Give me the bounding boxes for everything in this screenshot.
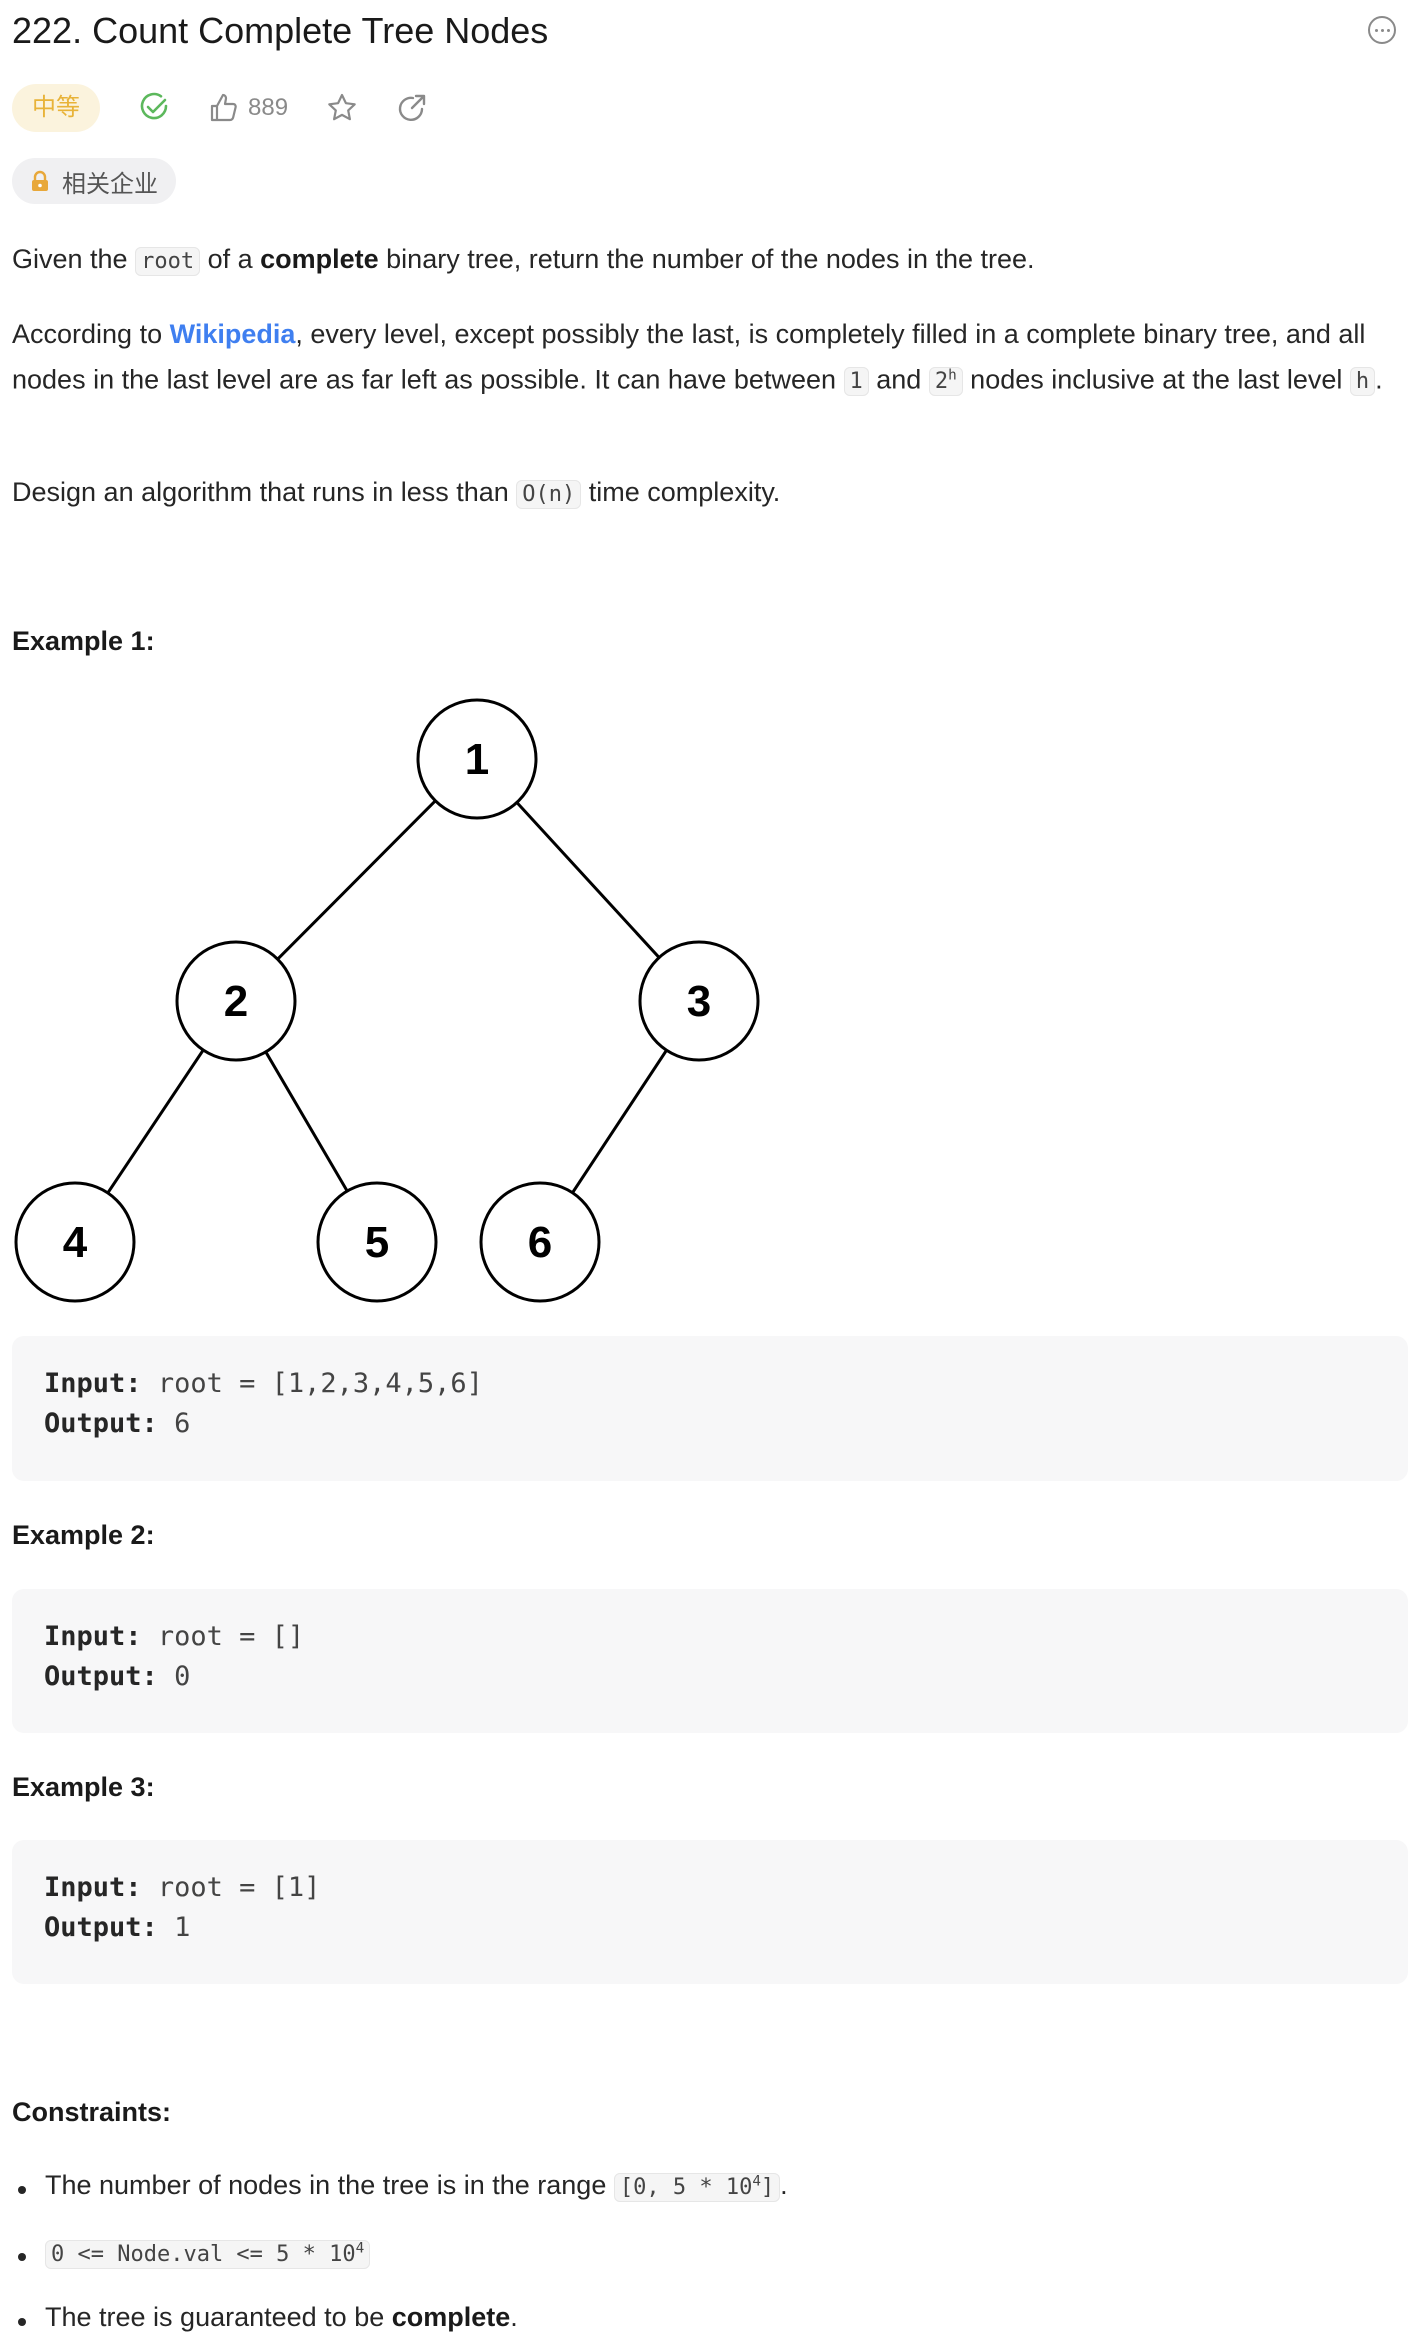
example-1-title: Example 1: bbox=[12, 626, 155, 656]
like-button[interactable]: 889 bbox=[208, 92, 288, 124]
constraint-item: The number of nodes in the tree is in th… bbox=[12, 2170, 788, 2202]
related-companies-label: 相关企业 bbox=[62, 170, 158, 198]
tree-node bbox=[479, 1181, 601, 1303]
thumbs-up-icon bbox=[210, 93, 237, 122]
tree-node-label: 5 bbox=[365, 1218, 389, 1267]
difficulty-badge: 中等 bbox=[12, 84, 100, 132]
tree-node bbox=[14, 1181, 136, 1303]
tree-node bbox=[416, 698, 538, 820]
lock-icon bbox=[32, 170, 48, 191]
example-1-code-block: Input: root = [1,2,3,4,5,6] Output: 6 bbox=[12, 1336, 1408, 1481]
related-companies-button[interactable]: 相关企业 bbox=[12, 158, 176, 204]
tree-node-label: 6 bbox=[528, 1218, 552, 1267]
inline-code: root bbox=[135, 247, 201, 276]
tree-node-label: 1 bbox=[465, 735, 489, 784]
tree-node bbox=[175, 940, 297, 1062]
tree-node-label: 2 bbox=[224, 977, 248, 1026]
star-icon bbox=[328, 93, 356, 121]
like-count: 889 bbox=[248, 94, 289, 121]
tree-node-label: 4 bbox=[63, 1218, 88, 1267]
tree-node-label: 3 bbox=[687, 977, 711, 1026]
wikipedia-link[interactable]: Wikipedia bbox=[169, 319, 296, 349]
example-1-tree-diagram: 1 2 3 4 5 6 bbox=[14, 698, 760, 1303]
example-2-title: Example 2: bbox=[12, 1520, 155, 1550]
problem-title: 222. Count Complete Tree Nodes bbox=[12, 10, 549, 51]
solved-icon bbox=[138, 92, 170, 124]
tree-node bbox=[638, 940, 760, 1062]
example-3-title: Example 3: bbox=[12, 1772, 155, 1802]
problem-meta-row: 中等 889 bbox=[12, 84, 428, 132]
constraint-item: 0 <= Node.val <= 5 * 104 bbox=[12, 2237, 371, 2269]
constraint-item: The tree is guaranteed to be complete. bbox=[12, 2302, 518, 2333]
description-paragraph-2: According to Wikipedia, every level, exc… bbox=[12, 319, 1383, 397]
constraints-title: Constraints: bbox=[12, 2097, 172, 2127]
more-options-icon[interactable] bbox=[1368, 16, 1396, 44]
example-2-code-block: Input: root = [] Output: 0 bbox=[12, 1589, 1408, 1733]
example-3-code-block: Input: root = [1] Output: 1 bbox=[12, 1840, 1408, 1984]
description-paragraph-1: Given the root of a complete binary tree… bbox=[12, 244, 1035, 276]
tree-node bbox=[316, 1181, 438, 1303]
favorite-button[interactable] bbox=[326, 92, 358, 124]
description-paragraph-3: Design an algorithm that runs in less th… bbox=[12, 477, 781, 509]
share-icon bbox=[398, 94, 426, 121]
share-button[interactable] bbox=[396, 92, 428, 124]
